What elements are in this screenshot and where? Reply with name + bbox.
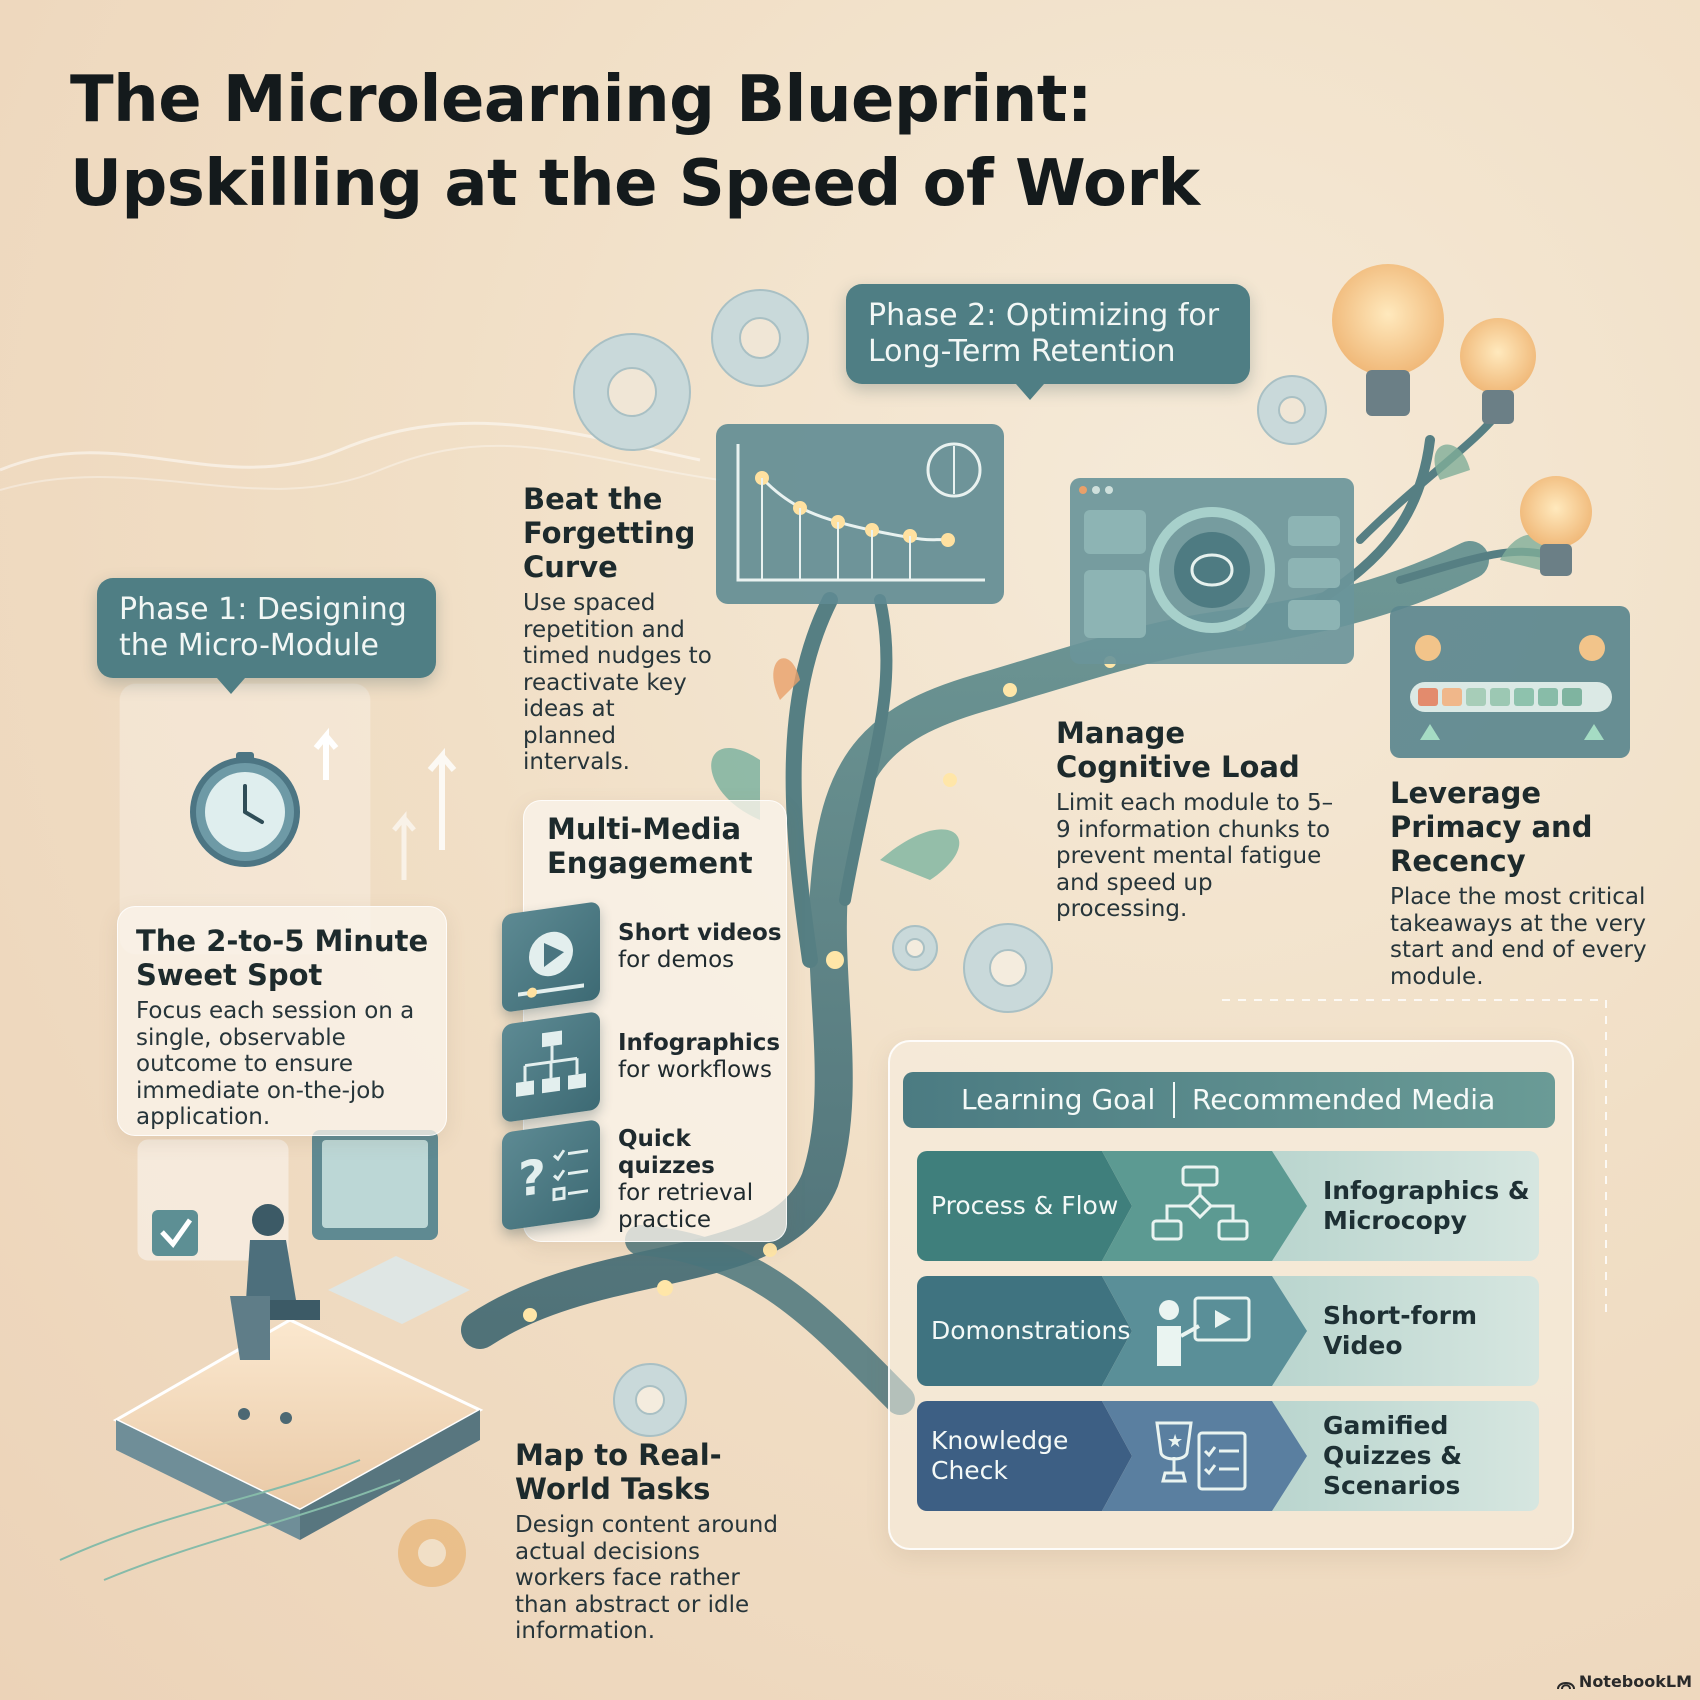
flowchart-icon xyxy=(1151,1165,1249,1241)
multimedia-item-infographics: Infographics for workflows xyxy=(618,1030,878,1084)
presenter-video-icon xyxy=(1157,1296,1251,1366)
multimedia-item-quizzes: Quick quizzes for retrieval practice xyxy=(618,1126,778,1234)
primacy-recency-title: Leverage Primacy and Recency xyxy=(1390,776,1593,878)
primacy-recency-body: Place the most critical takeaways at the… xyxy=(1390,884,1647,990)
trophy-checklist-icon: ★ xyxy=(1155,1421,1247,1491)
cognitive-load-dashboard xyxy=(1070,478,1354,664)
column-header-learning-goal: Learning Goal xyxy=(961,1083,1156,1116)
video-play-icon xyxy=(502,901,600,1013)
table-row: Knowledge Check ★ Gamified Quizzes & Sce… xyxy=(917,1401,1539,1511)
primacy-recency-graphic xyxy=(1390,606,1630,758)
sweet-spot-title: The 2-to-5 Minute Sweet Spot xyxy=(136,924,429,992)
table-row: Process & Flow Infographics & Microcopy xyxy=(917,1151,1539,1261)
recommended-media-cell: Gamified Quizzes & Scenarios xyxy=(1323,1411,1463,1500)
multimedia-item-videos: Short videos for demos xyxy=(618,920,878,974)
recommended-media-cell: Short-form Video xyxy=(1323,1301,1478,1360)
multimedia-heading: Multi-Media Engagement xyxy=(547,812,777,886)
multimedia-item-desc: for demos xyxy=(618,947,735,973)
column-header-recommended-media: Recommended Media xyxy=(1192,1083,1496,1116)
multimedia-item-desc: for workflows xyxy=(618,1057,772,1083)
page-title: The Microlearning Blueprint: Upskilling … xyxy=(70,58,1200,226)
real-world-body: Design content around actual decisions w… xyxy=(515,1512,778,1644)
svg-text:?: ? xyxy=(518,1149,546,1209)
cognitive-load-body: Limit each module to 5–9 information chu… xyxy=(1056,790,1334,922)
sweet-spot-card xyxy=(117,906,447,1136)
primacy-recency-text: Leverage Primacy and Recency Place the m… xyxy=(1390,776,1650,990)
learning-goal-cell: Process & Flow xyxy=(931,1191,1119,1220)
row-band xyxy=(917,1401,1307,1511)
media-table-header: Learning Goal Recommended Media xyxy=(903,1072,1555,1128)
gear-icons xyxy=(573,289,1327,1437)
row-band xyxy=(917,1276,1307,1386)
cognitive-load-title: Manage Cognitive Load xyxy=(1056,716,1300,784)
brand-name: NotebookLM xyxy=(1578,1672,1692,1691)
sweet-spot-body: Focus each session on a single, observab… xyxy=(136,998,415,1130)
multimedia-item-name: Short videos xyxy=(618,920,782,946)
brand-watermark: NotebookLM xyxy=(1556,1672,1692,1692)
flowchart-icon xyxy=(502,1011,600,1123)
learning-goal-cell: Knowledge Check xyxy=(931,1426,1069,1485)
forgetting-curve-body: Use spaced repetition and timed nudges t… xyxy=(523,590,712,775)
forgetting-curve-title: Beat the Forgetting Curve xyxy=(523,482,696,584)
table-row: Domonstrations Short-form Video xyxy=(917,1276,1539,1386)
phase2-tag: Phase 2: Optimizing for Long-Term Retent… xyxy=(846,284,1250,400)
title-line-2: Upskilling at the Speed of Work xyxy=(70,147,1200,221)
title-line-1: The Microlearning Blueprint: xyxy=(70,63,1092,137)
multimedia-item-desc: for retrieval practice xyxy=(618,1180,754,1233)
light-bulb-icons xyxy=(1332,264,1592,576)
real-world-title: Map to Real-World Tasks xyxy=(515,1438,722,1506)
multimedia-item-name: Quick quizzes xyxy=(618,1126,715,1179)
forgetting-curve-text: Beat the Forgetting Curve Use spaced rep… xyxy=(523,482,713,776)
cognitive-load-text: Manage Cognitive Load Limit each module … xyxy=(1056,716,1346,923)
real-world-text: Map to Real-World Tasks Design content a… xyxy=(515,1438,795,1645)
column-divider xyxy=(1173,1082,1175,1118)
recommended-media-cell: Infographics & Microcopy xyxy=(1323,1176,1530,1235)
phase1-illustration xyxy=(112,683,484,1540)
forgetting-curve-graphic xyxy=(716,424,1004,604)
quiz-icon: ? xyxy=(502,1119,600,1231)
learning-goal-cell: Domonstrations xyxy=(931,1316,1131,1345)
phase1-tag: Phase 1: Designing the Micro-Module xyxy=(97,578,436,694)
multimedia-title: Multi-Media Engagement xyxy=(547,812,753,880)
sweet-spot-text: The 2-to-5 Minute Sweet Spot Focus each … xyxy=(136,924,446,1131)
multimedia-item-name: Infographics xyxy=(618,1030,781,1056)
notebooklm-logo-icon xyxy=(1556,1681,1575,1689)
svg-text:★: ★ xyxy=(1167,1431,1183,1452)
